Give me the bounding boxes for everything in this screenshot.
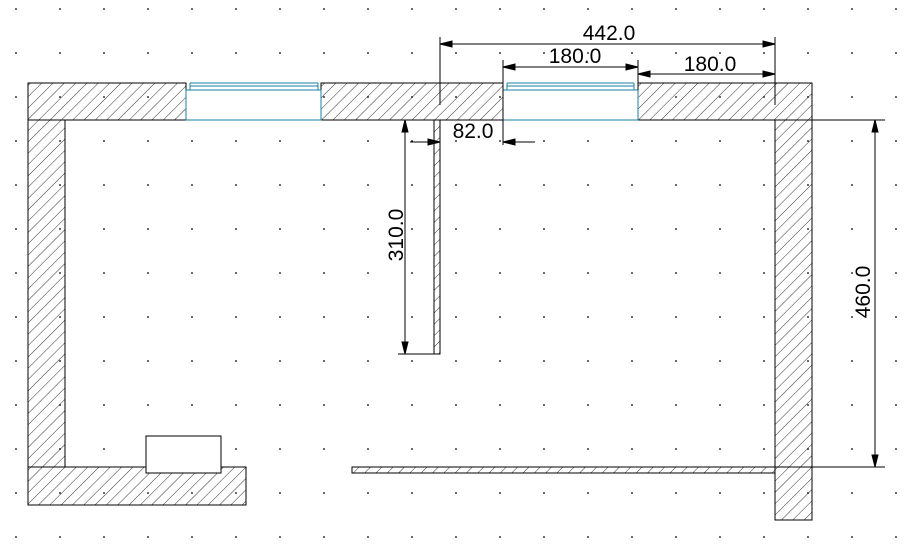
- top-wall-right: [637, 82, 813, 121]
- window-left: [185, 89, 322, 121]
- bottom-wall-right-thin: [351, 466, 776, 474]
- dim-label-partition-height: 310.0: [385, 209, 408, 262]
- dim-label-room-height: 460.0: [852, 266, 875, 319]
- dim-label-window-width: 180.0: [549, 45, 602, 68]
- left-wall: [27, 119, 66, 468]
- walls: [27, 82, 813, 521]
- right-wall: [774, 119, 813, 521]
- furniture-box: [145, 435, 222, 474]
- top-wall-middle: [320, 82, 504, 121]
- interior-partition: [433, 119, 441, 355]
- window-right: [502, 89, 639, 121]
- dim-label-top-total: 442.0: [583, 22, 636, 45]
- dimension-lines: [398, 37, 885, 468]
- dim-label-right-segment: 180.0: [684, 53, 737, 76]
- dim-label-door-offset: 82.0: [453, 120, 494, 143]
- top-wall-left: [27, 82, 187, 121]
